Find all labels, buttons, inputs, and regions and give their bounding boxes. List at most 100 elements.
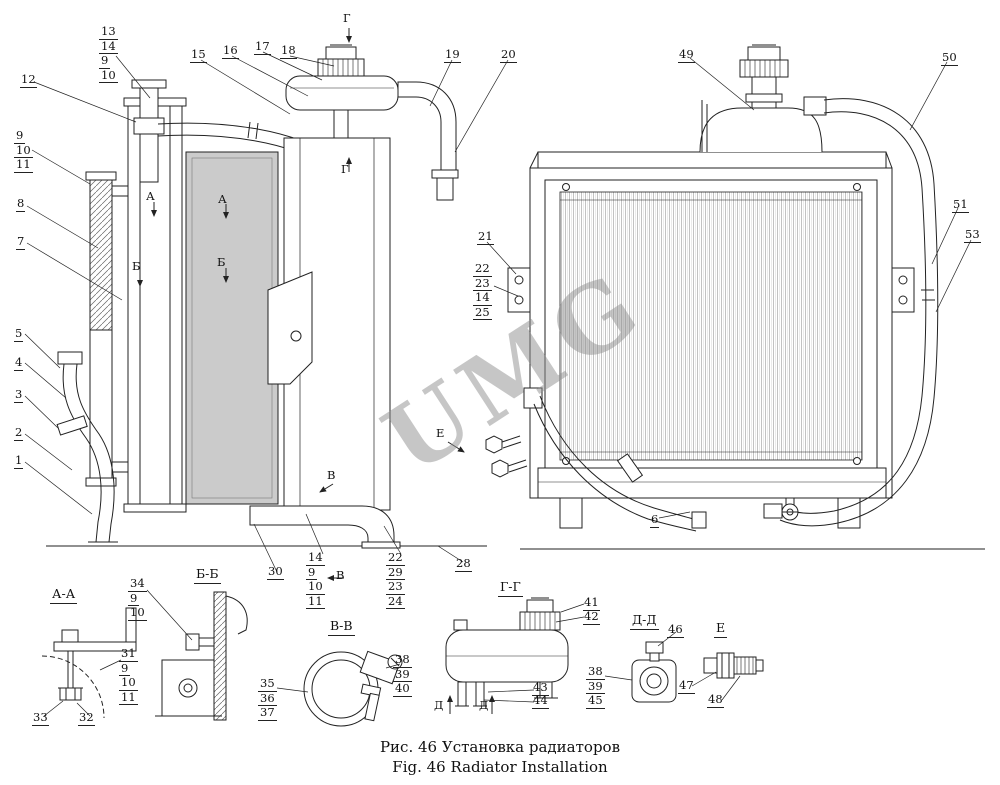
callout-38: 38 (393, 652, 412, 668)
callout-9: 9 (119, 660, 131, 676)
callout-41: 41 (583, 595, 600, 611)
callout-stack-detail-bb: 34 9 10 (128, 576, 147, 622)
callout-47: 47 (678, 678, 695, 694)
detail-d-d-drawing (631, 641, 677, 703)
cut-letter-a-2: А (218, 192, 227, 206)
callout-22: 22 (473, 261, 492, 277)
callout-14: 14 (473, 290, 492, 306)
detail-g-g-drawing (445, 597, 569, 714)
callout-9: 9 (128, 590, 140, 606)
callout-51: 51 (952, 197, 969, 213)
cut-letter-d-2: Д (479, 698, 489, 712)
callout-35: 35 (258, 676, 277, 692)
callout-50: 50 (941, 50, 958, 66)
callout-9: 9 (306, 564, 318, 580)
callout-11: 11 (119, 689, 138, 705)
callout-33: 33 (32, 710, 49, 726)
callout-34: 34 (128, 576, 147, 592)
callout-7: 7 (16, 234, 26, 250)
callout-23: 23 (386, 579, 405, 595)
section-label-a-a: А-А (50, 587, 78, 604)
callout-9: 9 (99, 53, 111, 69)
callout-2: 2 (14, 425, 24, 441)
callout-25: 25 (473, 304, 492, 320)
callout-12: 12 (20, 72, 37, 88)
cut-letter-g-top: Г (343, 11, 351, 25)
callout-39: 39 (586, 678, 605, 694)
callout-14: 14 (99, 38, 118, 54)
callout-46: 46 (667, 622, 684, 638)
detail-a-a-drawing (41, 607, 137, 719)
section-label-v-v: В-В (328, 619, 355, 636)
callout-48: 48 (707, 692, 724, 708)
callout-38: 38 (586, 664, 605, 680)
callout-18: 18 (280, 43, 297, 59)
ground-lines (46, 545, 985, 550)
callout-13: 13 (99, 24, 118, 40)
cut-letter-b-1: Б (132, 259, 141, 273)
callout-22: 22 (386, 550, 405, 566)
callout-10: 10 (306, 579, 325, 595)
callout-39: 39 (393, 666, 412, 682)
callout-24: 24 (386, 593, 405, 609)
callout-53: 53 (964, 227, 981, 243)
callout-stack-detail-aa: 31 9 10 11 (119, 646, 138, 706)
callout-45: 45 (586, 693, 605, 709)
callout-40: 40 (393, 681, 412, 697)
callout-14: 14 (306, 550, 325, 566)
cut-letter-d-1: Д (434, 698, 444, 712)
figure-caption: Рис. 46 Установка радиаторов Fig. 46 Rad… (0, 738, 1000, 777)
callout-49: 49 (678, 47, 695, 63)
callout-3: 3 (14, 387, 24, 403)
callout-8: 8 (16, 196, 26, 212)
callout-37: 37 (258, 705, 277, 721)
callout-stack-right-mid: 22 23 14 25 (473, 261, 492, 321)
callout-30: 30 (267, 564, 284, 580)
callout-10: 10 (128, 605, 147, 621)
callout-43: 43 (532, 680, 549, 696)
detail-v-v-drawing (303, 650, 403, 727)
figure-caption-en: Fig. 46 Radiator Installation (392, 757, 608, 776)
callout-stack-bottom-b: 22 29 23 24 (386, 550, 405, 610)
callout-42: 42 (583, 609, 600, 625)
callout-1: 1 (14, 453, 24, 469)
cut-letter-g-bottom: Г (341, 162, 349, 176)
callout-5: 5 (14, 326, 24, 342)
callout-29: 29 (386, 564, 405, 580)
section-label-e: Е (714, 621, 728, 638)
callout-9: 9 (14, 128, 26, 144)
view-letter-e: Е (436, 426, 445, 440)
cut-letter-v-1: В (327, 468, 336, 482)
callout-20: 20 (500, 47, 517, 63)
front-view-drawing (485, 44, 939, 532)
side-view-drawing (56, 28, 465, 581)
callout-28: 28 (455, 556, 472, 572)
callout-4: 4 (14, 355, 24, 371)
detail-b-b-drawing (155, 591, 248, 721)
callout-44: 44 (532, 693, 549, 709)
callout-15: 15 (190, 47, 207, 63)
callout-stack-vv-left: 35 36 37 (258, 676, 277, 722)
callout-10: 10 (99, 67, 118, 83)
section-label-b-b: Б-Б (194, 567, 221, 584)
callout-16: 16 (222, 43, 239, 59)
callout-32: 32 (78, 710, 95, 726)
callout-11: 11 (306, 593, 325, 609)
section-label-d-d: Д-Д (630, 613, 659, 630)
cut-letter-b-2: Б (217, 255, 226, 269)
detail-e-drawing (703, 652, 764, 679)
cut-letter-a-1: А (146, 189, 155, 203)
callout-10: 10 (119, 675, 138, 691)
figure-caption-ru: Рис. 46 Установка радиаторов (379, 738, 621, 756)
cut-letter-v-2: В (336, 568, 345, 582)
leader-lines (24, 51, 972, 717)
callout-23: 23 (473, 275, 492, 291)
callout-19: 19 (444, 47, 461, 63)
callout-31: 31 (119, 646, 138, 662)
callout-6: 6 (650, 512, 660, 528)
callout-stack-dd-left: 38 39 45 (586, 664, 605, 710)
callout-36: 36 (258, 690, 277, 706)
callout-21: 21 (477, 229, 494, 245)
